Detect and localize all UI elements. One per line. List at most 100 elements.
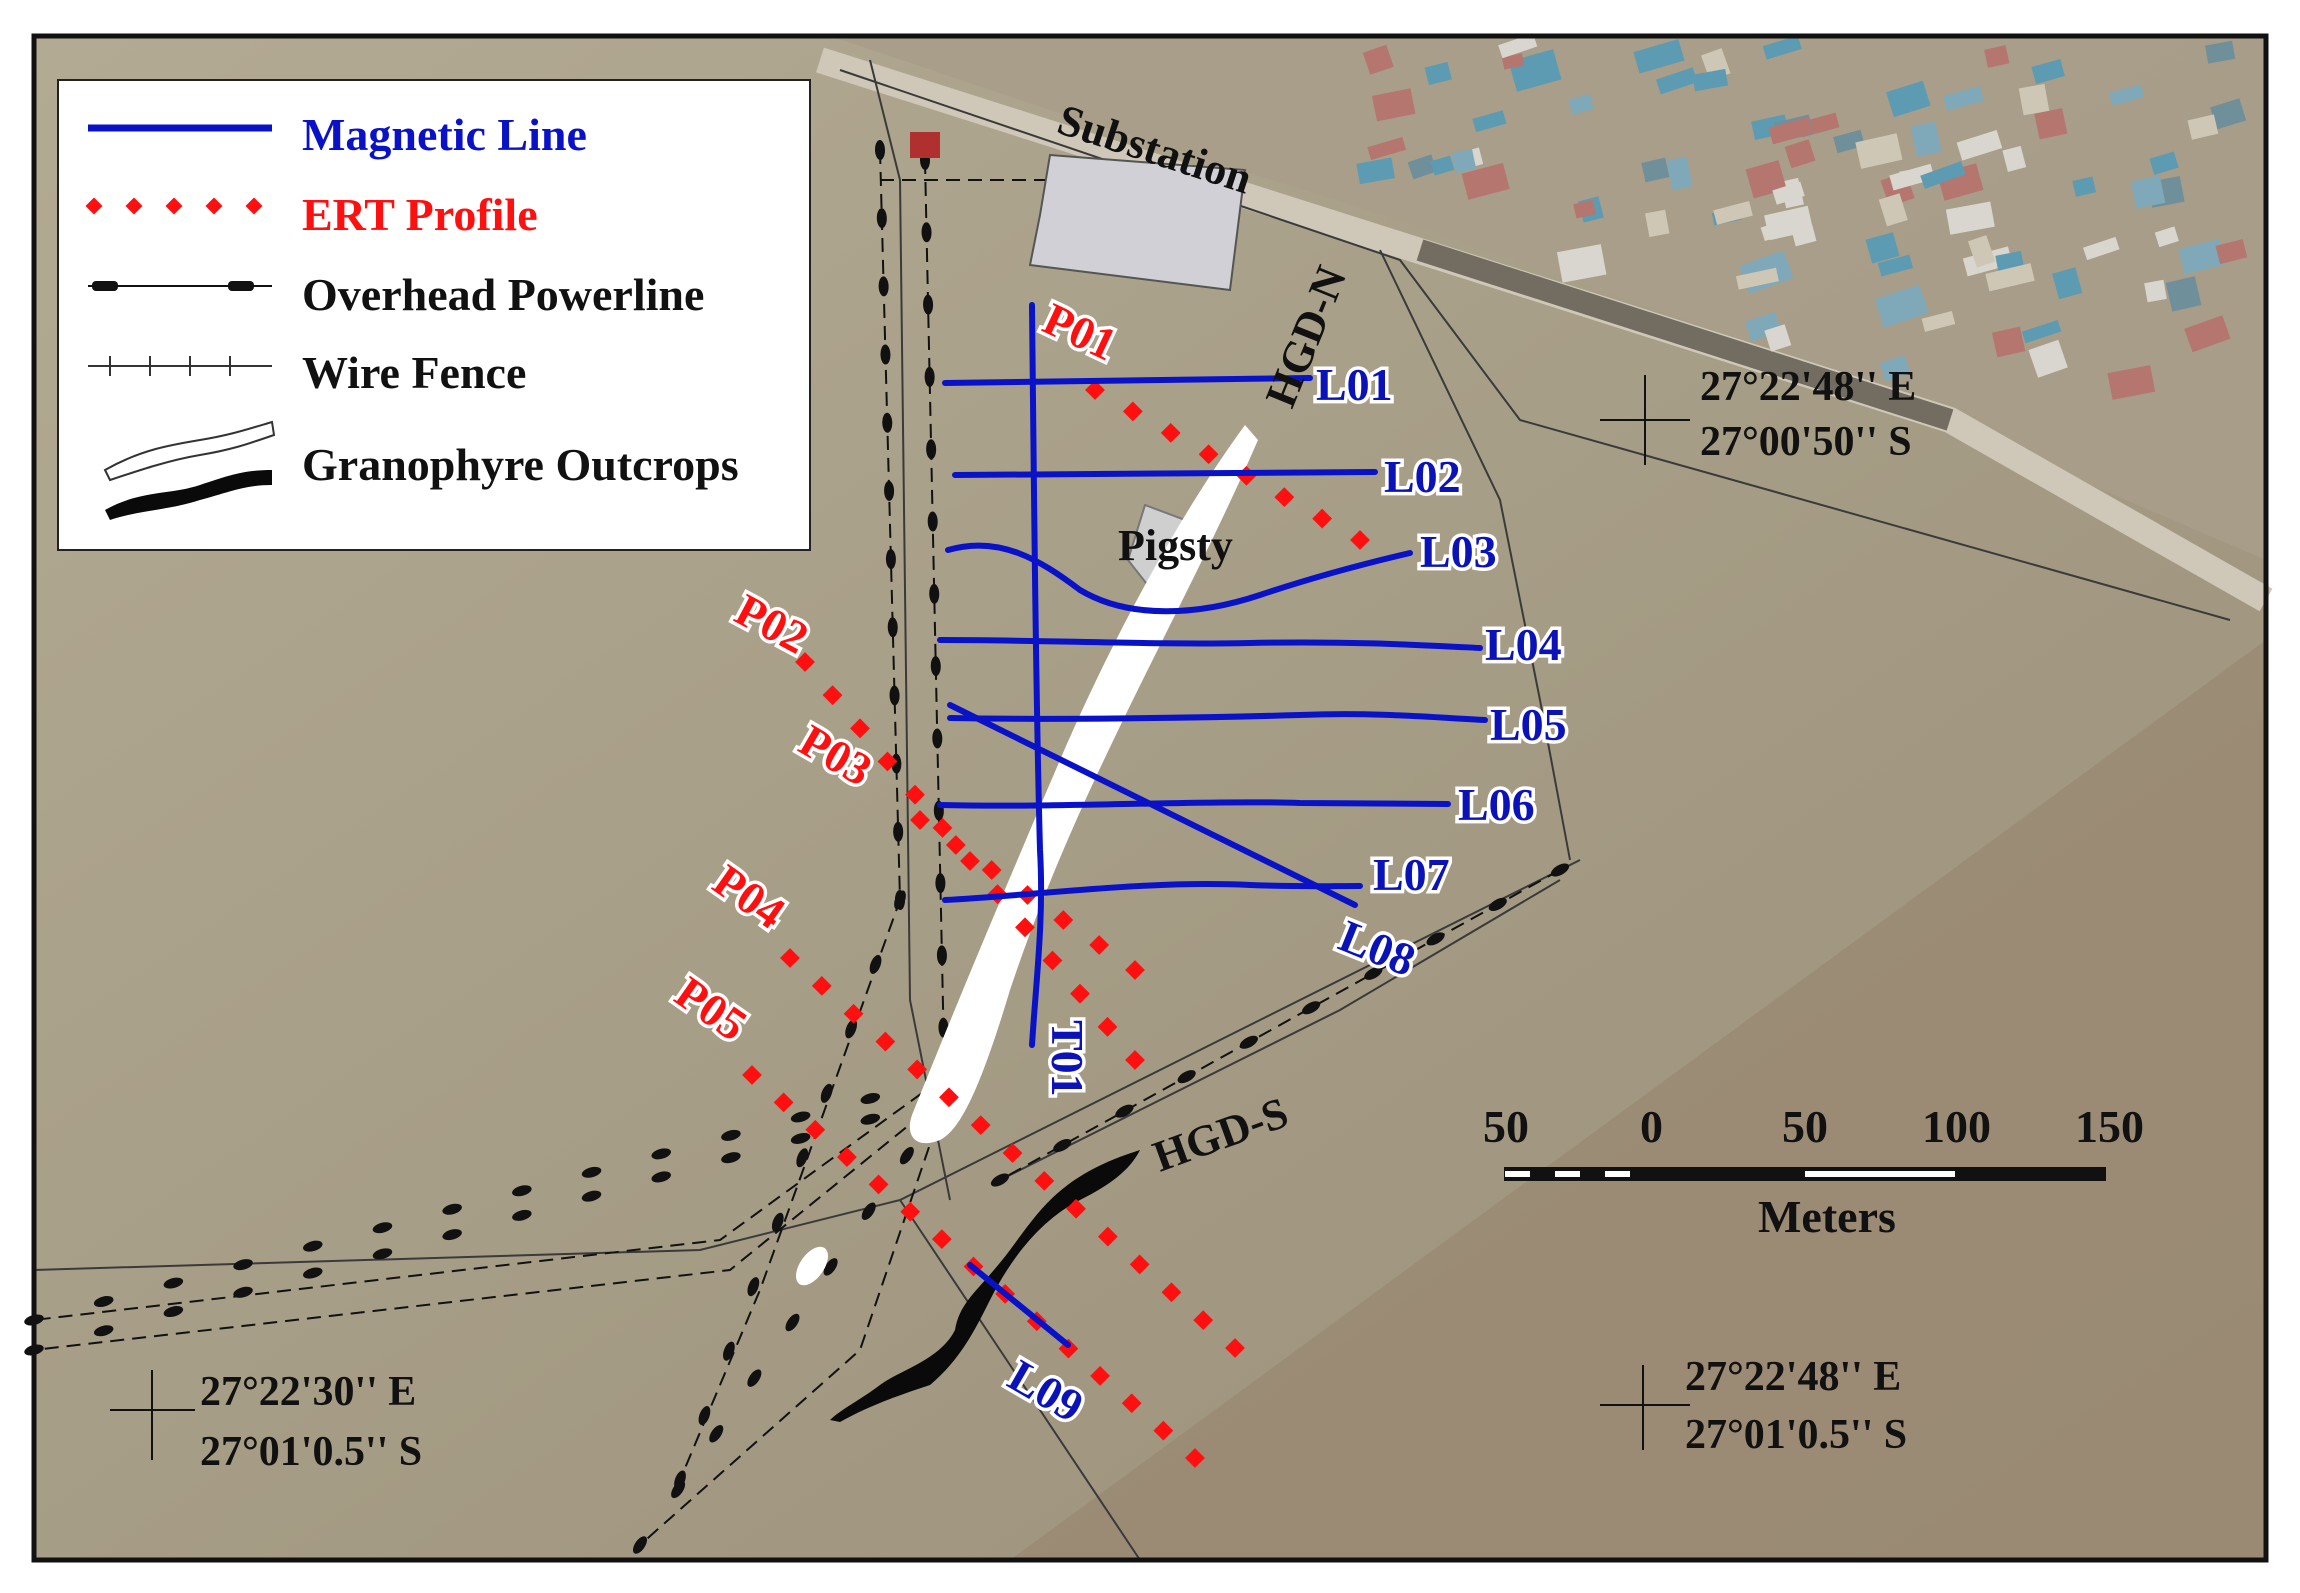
- house: [2031, 59, 2065, 85]
- ert-marker: [1125, 1050, 1145, 1070]
- powerline-pole: [581, 1190, 602, 1202]
- house: [2052, 267, 2083, 300]
- powerline-pole: [882, 412, 893, 433]
- powerline-pole: [924, 366, 935, 387]
- powerline-pole: [698, 1406, 711, 1426]
- magnetic-line-l09: [967, 1262, 1071, 1348]
- magnetic-line-l06: [937, 799, 1451, 809]
- scale-unit: Meters: [1758, 1191, 1896, 1242]
- house: [1556, 244, 1607, 283]
- powerline-pole: [723, 1341, 735, 1361]
- house: [1920, 161, 1966, 189]
- powerline-pole: [512, 1185, 532, 1197]
- powerline-pole: [876, 208, 887, 229]
- ert-marker: [1122, 401, 1143, 422]
- powerline-pole: [893, 821, 904, 842]
- ert-profile-p01: [1085, 380, 1370, 550]
- coord-top-right: 27°22'48'' E 27°00'50'' S: [1600, 364, 1916, 465]
- house: [1879, 355, 1911, 382]
- ert-marker: [868, 1174, 889, 1195]
- ert-marker: [905, 784, 925, 805]
- house: [1645, 209, 1670, 238]
- house: [2210, 98, 2247, 130]
- powerline-pole: [233, 1286, 253, 1298]
- ert-marker: [822, 685, 843, 706]
- powerline-pole: [874, 140, 886, 160]
- house: [2034, 108, 2068, 140]
- house: [1877, 254, 1914, 277]
- house: [1985, 263, 2035, 292]
- powerline-pole: [651, 1148, 671, 1160]
- ert-marker: [970, 1115, 991, 1136]
- substation-hut: [910, 132, 940, 158]
- ert-marker: [1085, 380, 1105, 400]
- ert-marker: [1097, 1016, 1118, 1037]
- powerline-pole: [921, 222, 932, 243]
- ert-marker: [843, 1003, 864, 1024]
- coord-bottom-right: 27°22'48'' E 27°01'0.5'' S: [1600, 1354, 1907, 1458]
- label-t01: T01: [1042, 1020, 1093, 1097]
- house: [1430, 155, 1455, 176]
- house: [1942, 86, 1984, 111]
- powerline-pole: [927, 511, 938, 532]
- magnetic-line-l02: [952, 469, 1378, 478]
- map-border: [31, 33, 2269, 1563]
- house: [2184, 315, 2231, 353]
- powerline-pole: [990, 1173, 1010, 1187]
- house: [2165, 276, 2202, 312]
- powerline-pole: [93, 1296, 114, 1308]
- powerline-pole: [721, 1129, 741, 1141]
- granophyre-outcrop-small: [796, 1246, 828, 1286]
- powerline-pole: [303, 1240, 323, 1252]
- house: [1910, 121, 1942, 158]
- powerline-pole: [512, 1209, 532, 1221]
- powerline-pole: [163, 1277, 184, 1289]
- house: [2002, 145, 2027, 172]
- powerline-pole: [860, 1113, 881, 1125]
- powerline-pole: [823, 1258, 838, 1276]
- scale-bar: 50 0 50 100 150 Meters: [1483, 1101, 2144, 1242]
- ert-marker: [1034, 1170, 1055, 1191]
- coord-bottom-left-lon: 27°22'30'' E: [200, 1369, 416, 1415]
- house: [1764, 324, 1792, 352]
- ert-marker: [877, 751, 898, 772]
- powerline-pole: [923, 294, 934, 315]
- powerline-pole: [1239, 1035, 1258, 1049]
- house: [1991, 326, 2026, 358]
- house: [2108, 84, 2144, 106]
- coord-bottom-left: 27°22'30'' E 27°01'0.5'' S: [110, 1369, 422, 1475]
- house: [1768, 116, 1813, 145]
- legend-label-powerline: Overhead Powerline: [302, 269, 704, 320]
- powerline-pole: [633, 1536, 647, 1554]
- ert-marker: [1185, 1448, 1205, 1468]
- ert-marker: [945, 835, 966, 855]
- powerline-pole: [442, 1229, 462, 1241]
- scale-tick-1: 0: [1640, 1101, 1663, 1152]
- powerline-pole: [790, 1132, 811, 1144]
- ert-marker: [1193, 1310, 1214, 1331]
- legend-label-fence: Wire Fence: [302, 347, 526, 398]
- house: [1472, 110, 1507, 133]
- house: [1573, 199, 1596, 219]
- ert-marker: [1225, 1338, 1245, 1358]
- house: [1874, 284, 1929, 328]
- house: [1899, 167, 1923, 187]
- coord-bottom-right-lon: 27°22'48'' E: [1685, 1354, 1901, 1400]
- ert-marker: [910, 810, 930, 830]
- ert-marker: [1066, 1198, 1086, 1219]
- powerline-pole: [820, 1083, 833, 1103]
- granophyre-outcrop-south: [830, 1150, 1140, 1422]
- ert-profile-p02: [795, 652, 1145, 1070]
- label-l03: L03: [1420, 526, 1497, 577]
- house: [1956, 130, 2003, 161]
- ert-marker: [1002, 1143, 1023, 1163]
- powerline-pole: [894, 890, 906, 910]
- coord-top-right-lon: 27°22'48'' E: [1700, 364, 1916, 410]
- legend-label-granophyre: Granophyre Outcrops: [302, 439, 739, 490]
- powerline-pole: [880, 344, 891, 365]
- house: [2187, 114, 2219, 140]
- ert-marker: [1090, 1366, 1110, 1386]
- powerline-pole: [899, 1146, 914, 1165]
- ert-marker: [1274, 487, 1295, 508]
- ert-marker: [960, 851, 980, 871]
